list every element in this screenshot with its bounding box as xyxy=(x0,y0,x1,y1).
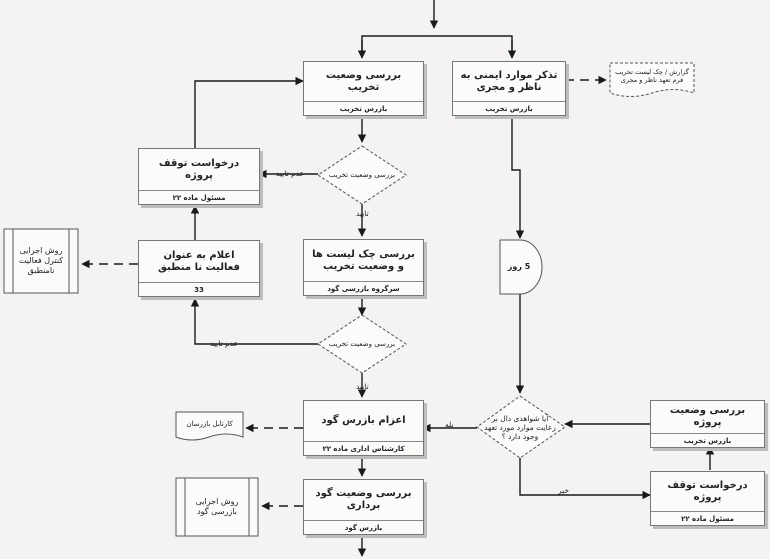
box-dispatch-inspector-title: اعزام بازرس گود xyxy=(321,415,406,426)
box-inspect-damage-role: بازرس تخریب xyxy=(304,101,423,115)
arrow-d3-to-stop-right xyxy=(519,458,651,500)
label-not-approved-1: عدم تایید xyxy=(276,169,305,178)
box-stop-request-right-title: درخواست توقف پروژه xyxy=(667,479,748,503)
box-project-status-role: بازرس تخریب xyxy=(651,433,764,447)
box-safety-notice[interactable]: تذکر موارد ایمنی به ناظر و مجری بازرس تخ… xyxy=(452,61,566,116)
box-checklist-review-title: بررسی چک لیست ها و وضعیت تخریب xyxy=(312,248,415,272)
cartable-document-shape xyxy=(175,411,244,441)
box-excavation-review-title: بررسی وضعیت گود برداری xyxy=(315,488,412,511)
box-declare-noncompliant-role: 33 xyxy=(139,282,259,296)
label-approved-1: تایید xyxy=(356,209,369,218)
box-stop-request-right-role: مسئول ماده ۲۲ xyxy=(651,511,764,525)
arrow-stop-to-inspect xyxy=(194,76,304,148)
delay-text: 5 روز xyxy=(507,262,531,271)
arrow-safety-to-delay xyxy=(511,115,525,239)
decision-d2-text: بررسی وضعیت تخریب xyxy=(328,339,396,348)
box-declare-noncompliant-title: اعلام به عنوان فعالیت نا منطبق xyxy=(158,249,240,273)
excavation-procedure-shape xyxy=(175,477,259,537)
delay-shape xyxy=(499,239,543,295)
box-project-status-title: بررسی وضعیت پروژه xyxy=(669,405,746,428)
box-project-status[interactable]: بررسی وضعیت پروژه بازرس تخریب xyxy=(650,400,765,448)
box-stop-request-left-title: درخواست توقف پروژه xyxy=(158,157,240,181)
label-approved-2: تایید xyxy=(356,382,369,391)
box-stop-request-left-role: مسئول ماده ۲۲ xyxy=(139,190,259,204)
top-connector xyxy=(361,0,513,57)
report-document-shape xyxy=(609,62,695,97)
box-inspect-damage-title: بررسی وضعیت تخریب xyxy=(325,69,402,93)
label-not-approved-2: عدم تایید xyxy=(210,339,239,348)
box-dispatch-inspector-role: کارشناس اداری ماده ۲۲ xyxy=(304,441,423,455)
box-stop-request-left[interactable]: درخواست توقف پروژه مسئول ماده ۲۲ xyxy=(138,148,260,205)
box-checklist-review[interactable]: بررسی چک لیست ها و وضعیت تخریب سرگروه با… xyxy=(303,239,424,296)
box-dispatch-inspector[interactable]: اعزام بازرس گود کارشناس اداری ماده ۲۲ xyxy=(303,400,424,456)
decision-d1-text: بررسی وضعیت تخریب xyxy=(328,170,396,179)
cartable-document-text: کارتابل بازرسان xyxy=(186,419,233,428)
arrow-d2-to-declare xyxy=(190,298,318,345)
box-stop-request-right[interactable]: درخواست توقف پروژه مسئول ماده ۲۲ xyxy=(650,471,765,526)
decision-d3-shape xyxy=(476,395,566,459)
label-yes: بله xyxy=(445,420,454,429)
box-excavation-review[interactable]: بررسی وضعیت گود برداری بازرس گود xyxy=(303,479,424,535)
box-inspect-damage[interactable]: بررسی وضعیت تخریب بازرس تخریب xyxy=(303,61,424,116)
box-safety-notice-title: تذکر موارد ایمنی به ناظر و مجری xyxy=(460,69,558,93)
decision-d3-text: آیا شواهدی دال بر رعایت موارد مورد تعهد … xyxy=(484,413,556,441)
box-safety-notice-role: بازرس تخریب xyxy=(453,101,565,115)
report-document-text: گزارش / چک لیست تخریب فرم تعهد ناظر و مج… xyxy=(615,68,689,84)
control-procedure-shape xyxy=(3,228,79,294)
decision-d1-shape xyxy=(317,145,407,205)
box-checklist-review-role: سرگروه بازرسی گود xyxy=(304,281,423,295)
box-excavation-review-role: بازرس گود xyxy=(304,520,423,534)
decision-d2-shape xyxy=(317,314,407,374)
excavation-procedure-text: روش اجرایی بازرسی گود xyxy=(195,497,239,516)
label-no: خیر xyxy=(558,486,570,495)
control-procedure-text: روش اجرایی کنترل فعالیت نامنطبق xyxy=(18,246,64,275)
box-declare-noncompliant[interactable]: اعلام به عنوان فعالیت نا منطبق 33 xyxy=(138,240,260,297)
